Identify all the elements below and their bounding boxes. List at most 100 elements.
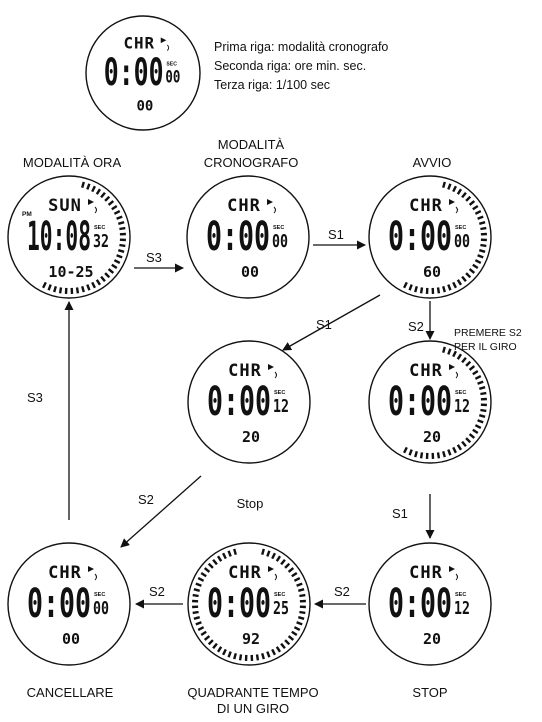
watch-bottom-digits: 20 (423, 428, 441, 446)
arrow-label-s2-left-b: S2 (149, 584, 165, 599)
watch-main-digits: 0:00 (388, 581, 452, 627)
watch-bezel (7, 542, 131, 666)
watch-mode-text: CHR (227, 196, 261, 216)
signal-icon (160, 37, 170, 51)
watch-mode-text: CHR (228, 563, 262, 583)
watch-main-digits: 0:00 (207, 581, 271, 627)
signal-icon (88, 199, 97, 214)
watch-seconds-digits: 12 (454, 396, 470, 417)
signal-icon (449, 364, 458, 379)
pm-indicator: PM (22, 211, 32, 218)
watch-seconds-digits: 32 (93, 231, 109, 252)
watch-mode-text: SUN (48, 196, 82, 216)
signal-icon (449, 566, 458, 581)
watch-main-digits: 0:00 (388, 379, 452, 425)
watch-mode-text: CHR (228, 361, 262, 381)
watch-seconds-digits: 12 (273, 396, 289, 417)
legend-line-2: Seconda riga: ore min. sec. (214, 59, 366, 73)
watch-seconds-digits: 12 (454, 598, 470, 619)
watch-mode-text: CHR (48, 563, 82, 583)
second-tick-ring (403, 181, 487, 294)
watch-main-digits: 0:00 (388, 214, 452, 260)
sec-label: SEC (274, 390, 285, 396)
watch-seconds-digits: 00 (93, 598, 109, 619)
arrow-label-s2-diagonal: S2 (138, 492, 154, 507)
signal-icon (268, 566, 277, 581)
arrow-label-s3-right: S3 (146, 250, 162, 265)
watch-bezel (368, 175, 492, 299)
arrow-label-s1-right: S1 (328, 227, 344, 242)
arrow-label-s2-down: S2 (408, 319, 424, 334)
watch-bottom-digits: 10-25 (48, 263, 93, 281)
signal-icon (449, 199, 458, 214)
watch-bezel (85, 15, 201, 131)
caption-stop-lower: Stop (237, 496, 264, 511)
second-tick-ring (403, 346, 487, 459)
caption-stop-upper: STOP (412, 685, 447, 700)
caption-lap-dial-line-2: DI UN GIRO (217, 701, 289, 716)
watch-bezel (187, 340, 311, 464)
sec-label: SEC (94, 225, 105, 231)
watch-main-digits: 0:00 (206, 214, 270, 260)
arrow-label-s2-left-a: S2 (334, 584, 350, 599)
legend-line-1: Prima riga: modalità cronografo (214, 40, 388, 54)
second-tick-ring (42, 181, 126, 294)
sec-label: SEC (166, 62, 177, 68)
watch-bezel (186, 175, 310, 299)
caption-start: AVVIO (413, 155, 452, 170)
caption-reset: CANCELLARE (27, 685, 114, 700)
signal-icon (267, 199, 276, 214)
watch-bezel (368, 542, 492, 666)
watch-seconds-digits: 00 (454, 231, 470, 252)
caption-chrono-mode-line-1: MODALITÀ (218, 137, 285, 152)
watch-seconds-digits: 25 (273, 598, 289, 619)
watch-mode-text: CHR (124, 34, 155, 53)
watch-main-digits: 0:00 (27, 581, 91, 627)
sec-label: SEC (455, 592, 466, 598)
signal-icon (88, 566, 97, 581)
watch-bottom-digits: 60 (423, 263, 441, 281)
watch-bottom-digits: 00 (136, 98, 153, 114)
watch-bottom-digits: 00 (241, 263, 259, 281)
watch-bottom-digits: 92 (242, 630, 260, 648)
sec-label: SEC (94, 592, 105, 598)
watch-seconds-digits: 00 (272, 231, 288, 252)
second-tick-ring (192, 548, 306, 661)
arrow-s2-diagonal (120, 475, 202, 548)
caption-press-s2-line-1: PREMERE S2 (454, 327, 522, 339)
sec-label: SEC (273, 225, 284, 231)
sec-label: SEC (455, 225, 466, 231)
watch-mode-text: CHR (409, 563, 443, 583)
sec-label: SEC (274, 592, 285, 598)
watch-bezel (187, 542, 311, 666)
watch-bottom-digits: 20 (242, 428, 260, 446)
watch-mode-text: CHR (409, 196, 443, 216)
legend-line-3: Terza riga: 1/100 sec (214, 78, 330, 92)
watch-bottom-digits: 00 (62, 630, 80, 648)
arrow-label-s1-diagonal: S1 (316, 317, 332, 332)
signal-icon (268, 364, 277, 379)
caption-press-s2-line-2: PER IL GIRO (454, 341, 517, 353)
arrow-label-s3-up: S3 (27, 390, 43, 405)
watch-seconds-digits: 00 (165, 66, 180, 86)
caption-chrono-mode-line-2: CRONOGRAFO (204, 155, 299, 170)
arrow-label-s1-down: S1 (392, 506, 408, 521)
watch-main-digits: 0:00 (207, 379, 271, 425)
sec-label: SEC (455, 390, 466, 396)
watch-bottom-digits: 20 (423, 630, 441, 648)
arrow-s1-diagonal (282, 294, 381, 351)
watch-main-digits: 0:00 (104, 50, 164, 94)
watch-main-digits: 10:08 (27, 214, 91, 260)
watch-bezel (368, 340, 492, 464)
watch-bezel (7, 175, 131, 299)
caption-lap-dial-line-1: QUADRANTE TEMPO (187, 685, 318, 700)
